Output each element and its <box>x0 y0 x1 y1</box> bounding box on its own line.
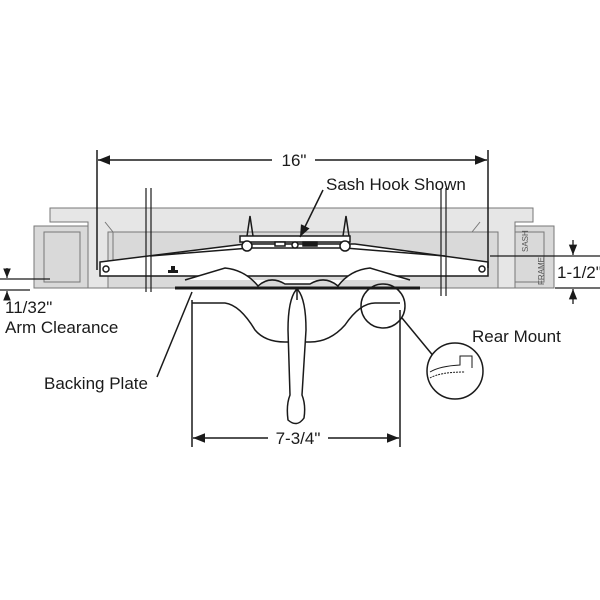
backing-plate-callout: Backing Plate <box>44 374 148 393</box>
rear-mount-callout: Rear Mount <box>472 327 561 346</box>
rear-mount-circle <box>360 283 406 329</box>
break-lines <box>145 188 447 296</box>
dimension-height <box>490 240 600 304</box>
dimension-16in-label: 16" <box>282 151 307 170</box>
sash-label: SASH <box>521 230 530 252</box>
dimension-16in <box>96 150 489 270</box>
crank-handle[interactable] <box>286 288 307 425</box>
backing-plate-leader <box>156 291 193 378</box>
operator-arms <box>99 215 489 288</box>
rear-mount-leader <box>401 317 436 359</box>
dimension-7-3-4in <box>191 300 401 447</box>
frame-label: FRAME <box>537 257 546 285</box>
sash-hook-callout: Sash Hook Shown <box>326 175 466 194</box>
arm-clearance-label: Arm Clearance <box>5 318 118 337</box>
dimension-7-3-4in-label: 7-3/4" <box>276 429 321 448</box>
sash-hook-arrow <box>299 189 324 238</box>
arm-clearance-value: 11/32" <box>5 298 52 317</box>
dimension-height-label: 1-1/2" <box>557 263 600 282</box>
rear-mount-detail <box>426 342 484 400</box>
dimension-arm-clearance <box>0 268 50 301</box>
